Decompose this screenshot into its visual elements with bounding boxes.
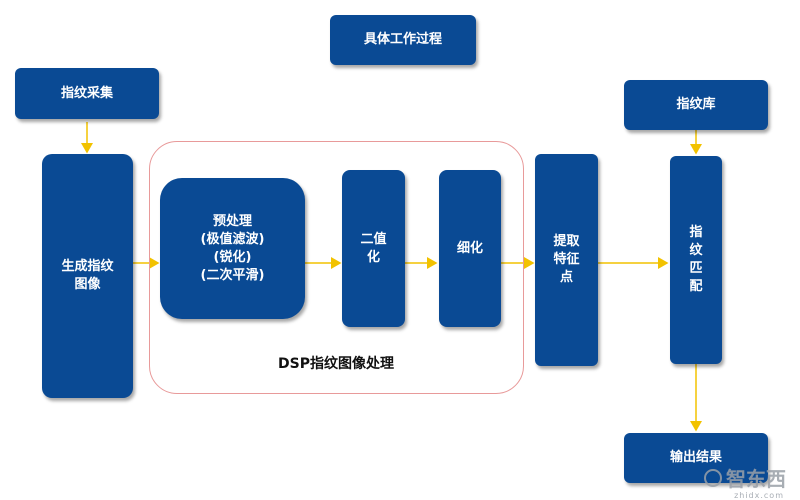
- node-output: 输出结果: [624, 433, 768, 483]
- node-thinning-label: 细化: [456, 240, 483, 256]
- node-fingerprint-match: 指 纹 匹 配: [670, 156, 722, 364]
- dsp-processing-group: [149, 141, 524, 394]
- node-fingerprint-capture: 指纹采集: [15, 68, 159, 119]
- title-text: 具体工作过程: [363, 32, 442, 47]
- dsp-group-label: DSP指纹图像处理: [278, 356, 394, 372]
- node-generate-image-label: 生成指纹 图像: [61, 259, 114, 292]
- node-binarize-label: 二值 化: [360, 231, 387, 265]
- node-fingerprint-db-label: 指纹库: [676, 97, 716, 112]
- watermark: 智东西 zhidx.com: [704, 463, 786, 500]
- node-preprocess-label: 预处理 (极值滤波) (锐化) (二次平滑): [200, 213, 265, 283]
- signal-icon: [704, 468, 722, 487]
- node-extract-features: 提取 特征 点: [535, 154, 598, 366]
- node-binarize: 二值 化: [342, 170, 405, 327]
- node-generate-image: 生成指纹 图像: [42, 154, 133, 398]
- node-thinning: 细化: [439, 170, 501, 327]
- watermark-text: 智东西: [726, 467, 786, 491]
- node-output-label: 输出结果: [669, 450, 722, 465]
- node-fingerprint-match-label: 指 纹 匹 配: [689, 225, 703, 294]
- node-fingerprint-db: 指纹库: [624, 80, 768, 130]
- title-box: 具体工作过程: [330, 15, 476, 65]
- watermark-sub: zhidx.com: [734, 491, 784, 500]
- node-fingerprint-capture-label: 指纹采集: [60, 85, 113, 101]
- node-extract-features-label: 提取 特征 点: [553, 234, 580, 285]
- node-preprocess: 预处理 (极值滤波) (锐化) (二次平滑): [160, 178, 305, 319]
